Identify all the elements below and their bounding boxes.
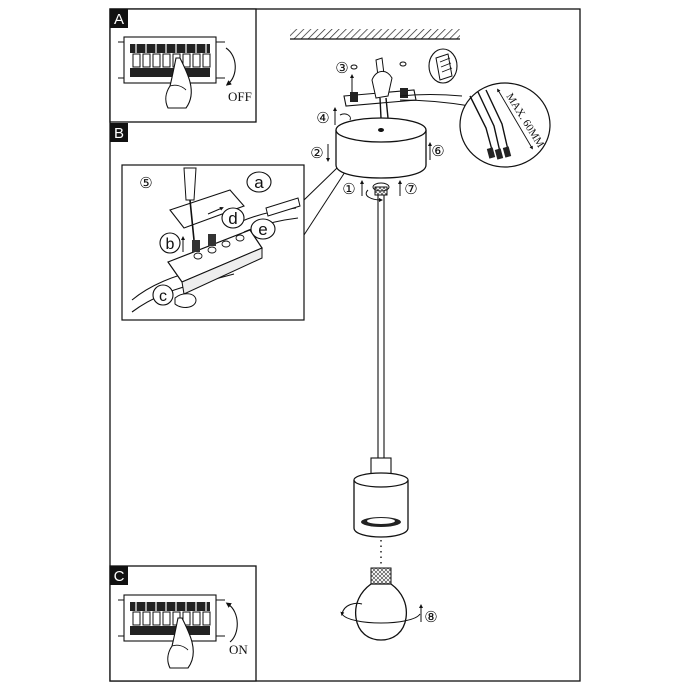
step-2-label: ② (310, 145, 323, 162)
suspension-cord (377, 195, 385, 460)
ceiling-canopy (335, 117, 427, 179)
step-7-label: ⑦ (404, 181, 417, 198)
switch-on-arrow-icon (225, 602, 238, 643)
wall-plug-icon (428, 48, 458, 84)
panel-b-tag (110, 123, 128, 142)
terminal-letter-a: a (246, 171, 272, 193)
svg-text:b: b (166, 236, 175, 253)
svg-text:e: e (258, 220, 267, 239)
detail-leader-line (303, 167, 338, 201)
step-8-label: ⑧ (424, 609, 437, 626)
panel-a-tag (110, 9, 128, 28)
panel-b: B (110, 123, 346, 321)
wire-length-callout: MAX. 60MM (459, 82, 551, 168)
svg-text:a: a (254, 173, 264, 192)
mounting-bracket-icon (343, 71, 417, 119)
terminal-letter-e: e (250, 218, 276, 240)
step-5-label: ⑤ (139, 175, 152, 192)
light-bulb-icon (340, 567, 421, 641)
outer-frame (109, 8, 581, 682)
cord-grip-icon (365, 182, 390, 202)
panel-c: C (109, 565, 257, 682)
svg-text:c: c (159, 288, 167, 305)
terminal-letter-b: b (159, 232, 181, 254)
breaker-bank-icon (118, 594, 225, 642)
panel-a-tag-label: A (114, 11, 124, 28)
terminal-letter-c: c (152, 284, 174, 306)
lamp-holder (353, 457, 409, 538)
panel-c-tag-label: C (114, 568, 125, 585)
panel-a-off-label: OFF (228, 89, 252, 104)
panel-b-tag-label: B (114, 125, 124, 142)
ceiling (290, 29, 460, 40)
step-3-label: ③ (335, 60, 348, 77)
panel-c-tag (110, 566, 128, 585)
screwdriver-icon (183, 167, 301, 241)
panel-a: A (109, 8, 257, 123)
hand-icon (167, 617, 194, 669)
svg-text:d: d (228, 209, 237, 228)
step-6-label: ⑥ (431, 143, 444, 160)
terminal-block-icon (131, 189, 299, 313)
panel-c-on-label: ON (229, 642, 248, 657)
terminal-letter-d: d (221, 207, 245, 229)
switch-off-arrow-icon (225, 47, 236, 86)
breaker-bank-icon (118, 36, 225, 84)
hand-icon (165, 57, 192, 109)
step-4-label: ④ (316, 110, 329, 127)
step-1-label: ① (342, 181, 355, 198)
